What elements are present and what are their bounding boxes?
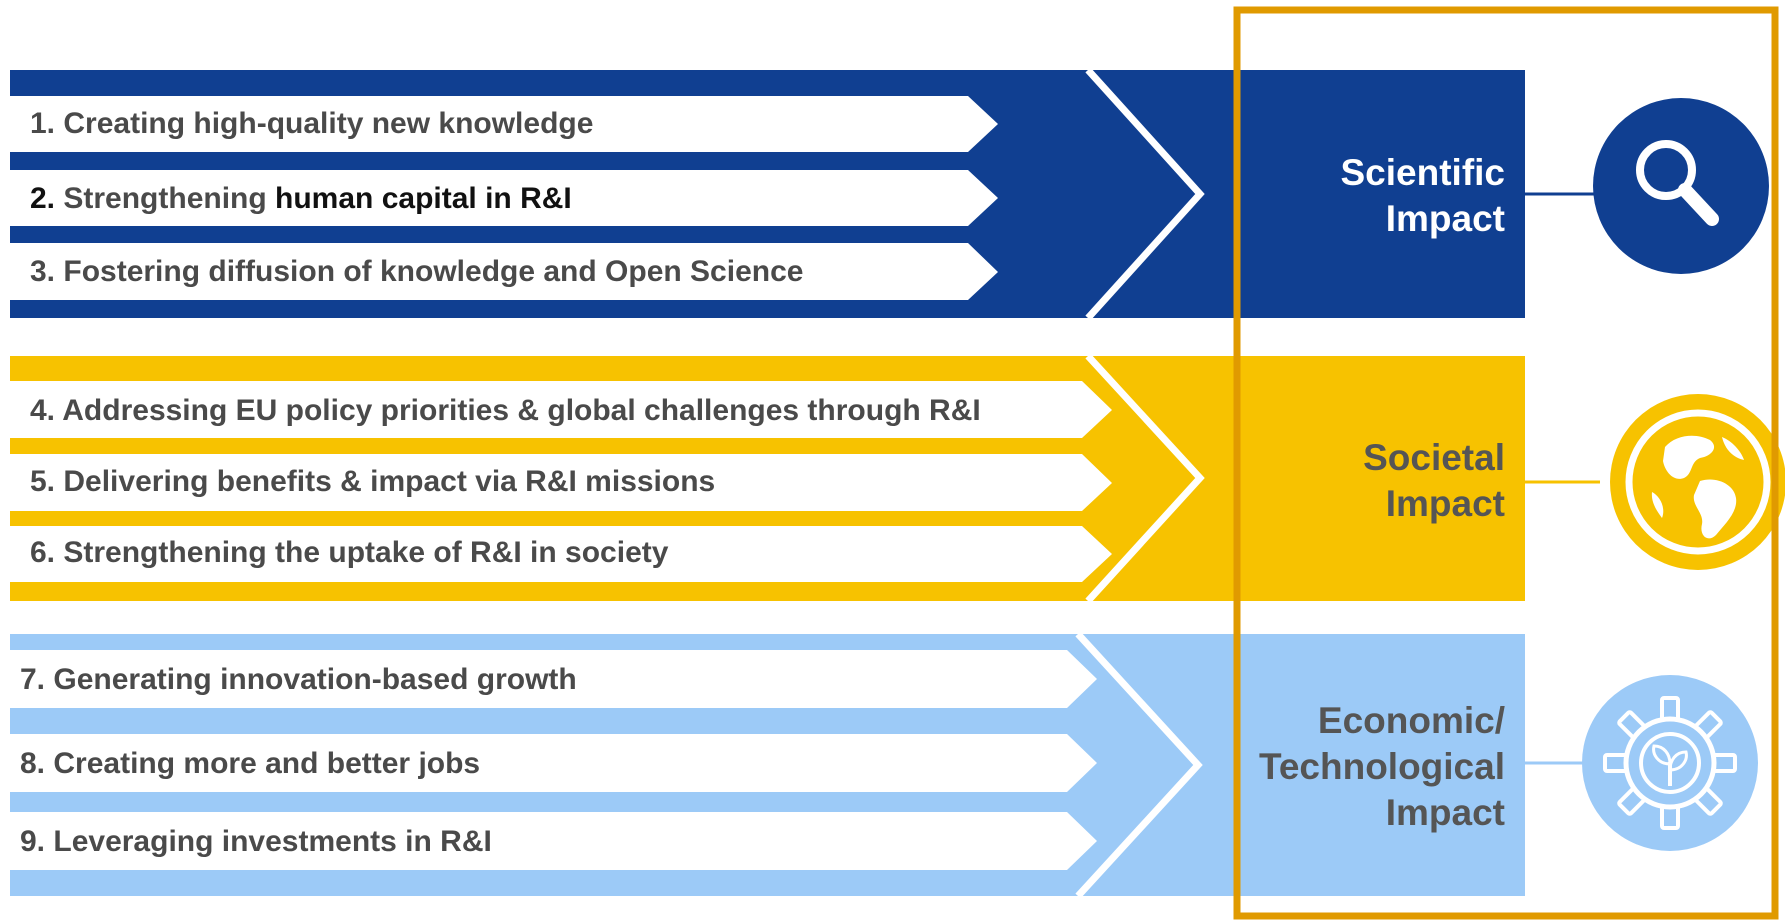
economic-pathway-arrow-3 bbox=[10, 812, 1097, 870]
scientific-pathway-arrow-1 bbox=[10, 96, 998, 152]
economic-pathway-arrow-2 bbox=[10, 734, 1097, 792]
economic-impact-title: Economic/ Technological Impact bbox=[1258, 700, 1505, 833]
societal-pathway-arrow-1 bbox=[10, 381, 1112, 438]
pathway-label-2: 2. Strengthening human capital in R&I bbox=[30, 182, 572, 215]
scientific-pathway-arrow-3 bbox=[10, 243, 998, 300]
impact-frame bbox=[1233, 6, 1779, 920]
scientific-pathway-arrow-2 bbox=[10, 170, 998, 226]
economic-pathway-arrow-1 bbox=[10, 650, 1097, 708]
gear-plant-icon bbox=[1582, 675, 1758, 851]
societal-pathway-arrow-3 bbox=[10, 526, 1112, 582]
societal-impact-title: Societal Impact bbox=[1363, 437, 1505, 524]
pathway-label-3: 3. Fostering diffusion of knowledge and … bbox=[30, 255, 804, 288]
magnifier-icon bbox=[1593, 98, 1769, 274]
societal-chevron bbox=[1085, 353, 1205, 604]
pathway-label-9: 9. Leveraging investments in R&I bbox=[20, 825, 492, 858]
pathway-label-5: 5. Delivering benefits & impact via R&I … bbox=[30, 465, 716, 498]
scientific-impact-title: Scientific Impact bbox=[1340, 152, 1506, 239]
pathway-label-1: 1. Creating high-quality new knowledge bbox=[30, 107, 594, 140]
pathway-label-7: 7. Generating innovation-based growth bbox=[20, 663, 577, 696]
societal-pathway-arrow-2 bbox=[10, 454, 1112, 511]
economic-chevron bbox=[1075, 631, 1203, 899]
globe-icon bbox=[1610, 394, 1785, 570]
pathway-label-6: 6. Strengthening the uptake of R&I in so… bbox=[30, 536, 669, 569]
pathway-label-8: 8. Creating more and better jobs bbox=[20, 747, 481, 780]
pathway-label-4: 4. Addressing EU policy priorities & glo… bbox=[30, 394, 981, 427]
scientific-chevron bbox=[1085, 67, 1205, 321]
